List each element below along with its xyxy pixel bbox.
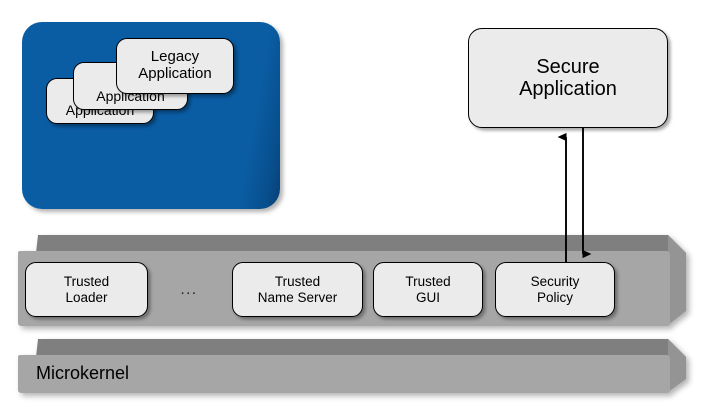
trusted-loader-line1: Trusted bbox=[63, 274, 110, 290]
service-box-trusted-name-server[interactable]: Trusted Name Server bbox=[232, 262, 363, 317]
trusted-gui-line1: Trusted bbox=[405, 274, 451, 290]
security-policy-label: Security Policy bbox=[531, 274, 580, 304]
trusted-loader-label: Trusted Loader bbox=[64, 274, 109, 304]
legacy-application-box-3[interactable]: Legacy Application bbox=[116, 38, 234, 94]
legacy-app-line1: Legacy bbox=[150, 48, 200, 66]
trusted-gui-line2: GUI bbox=[415, 289, 440, 305]
service-box-trusted-gui[interactable]: Trusted GUI bbox=[373, 262, 483, 317]
security-policy-line1: Security bbox=[530, 274, 580, 290]
legacy-application-label-3: Legacy Application bbox=[138, 48, 212, 83]
service-box-security-policy[interactable]: Security Policy bbox=[495, 262, 615, 317]
trusted-gui-label: Trusted GUI bbox=[405, 274, 450, 304]
trusted-name-server-line1: Trusted bbox=[274, 274, 321, 290]
trusted-name-server-line2: Name Server bbox=[257, 289, 338, 305]
microkernel-label: Microkernel bbox=[36, 363, 130, 383]
microkernel-layer bbox=[18, 337, 686, 394]
microkernel-slab-shape bbox=[18, 339, 686, 393]
security-policy-line2: Policy bbox=[536, 289, 573, 305]
secure-application-box[interactable]: Secure Application bbox=[468, 28, 668, 128]
services-ellipsis: ... bbox=[180, 281, 198, 298]
secure-app-line2: Application bbox=[519, 78, 617, 100]
service-box-trusted-loader[interactable]: Trusted Loader bbox=[25, 262, 148, 317]
secure-app-line1: Secure bbox=[536, 55, 600, 78]
secure-application-label: Secure Application bbox=[519, 56, 617, 101]
legacy-app-line2: Application bbox=[138, 65, 212, 82]
trusted-name-server-label: Trusted Name Server bbox=[258, 274, 338, 304]
trusted-loader-line2: Loader bbox=[65, 289, 108, 305]
